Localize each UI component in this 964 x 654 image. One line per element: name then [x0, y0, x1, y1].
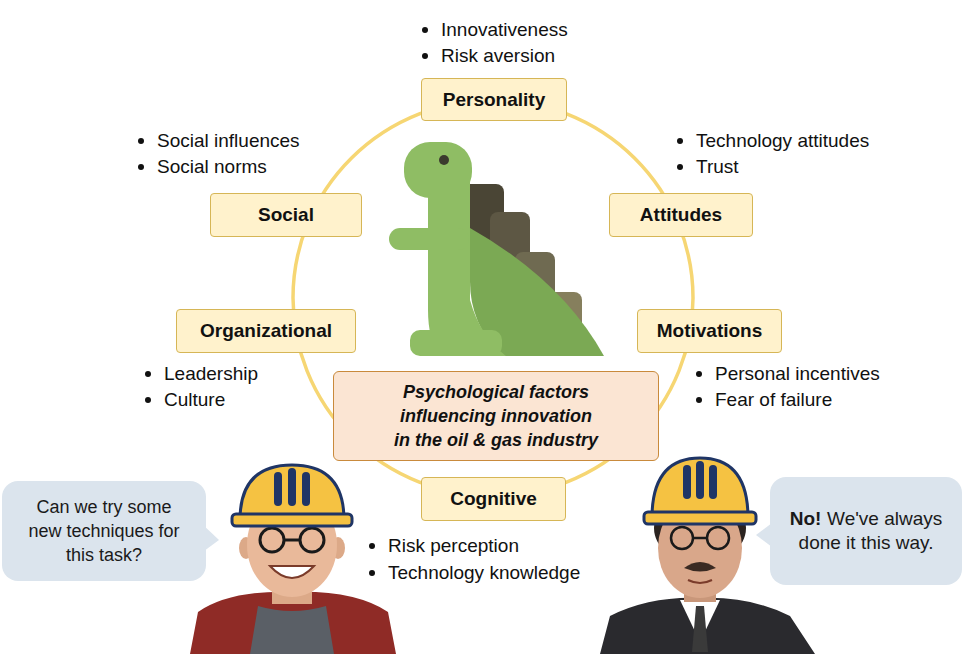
factor-title: Motivations: [657, 320, 763, 341]
factor-box: Social: [210, 193, 362, 237]
bullet-dot: [696, 371, 702, 377]
central-box: Psychological factors influencing innova…: [333, 371, 659, 461]
factor-box: Organizational: [176, 309, 356, 353]
young-worker-figure: [190, 465, 396, 654]
bullet-text: Risk aversion: [441, 45, 555, 67]
bullet-item: Fear of failure: [696, 389, 832, 411]
bullet-dot: [696, 397, 702, 403]
factor-title: Cognitive: [450, 488, 537, 509]
bullet-dot: [422, 27, 428, 33]
factor-box: Personality: [421, 78, 567, 121]
speech-text: Can we try some new techniques for this …: [28, 497, 179, 565]
bullet-text: Fear of failure: [715, 389, 832, 411]
bullet-item: Innovativeness: [422, 19, 568, 41]
factor-ring: [293, 100, 693, 496]
bullet-dot: [422, 53, 428, 59]
bullet-text: Personal incentives: [715, 363, 880, 385]
bullet-item: Leadership: [145, 363, 258, 385]
bullet-dot: [677, 164, 683, 170]
bullet-dot: [145, 397, 151, 403]
bullet-dot: [369, 543, 375, 549]
factor-title: Social: [258, 204, 314, 225]
bullet-item: Personal incentives: [696, 363, 880, 385]
bullet-item: Culture: [145, 389, 225, 411]
bullet-text: Technology attitudes: [696, 130, 869, 152]
bullet-text: Technology knowledge: [388, 562, 580, 584]
factor-title: Organizational: [200, 320, 332, 341]
bullet-text: Innovativeness: [441, 19, 568, 41]
speech-bubble: Can we try some new techniques for this …: [2, 481, 206, 581]
bullet-item: Risk aversion: [422, 45, 555, 67]
bullet-text: Social influences: [157, 130, 300, 152]
bullet-dot: [138, 164, 144, 170]
bullet-item: Risk perception: [369, 535, 519, 557]
bullet-dot: [138, 138, 144, 144]
bullet-dot: [677, 138, 683, 144]
bullet-item: Technology knowledge: [369, 562, 580, 584]
bullet-dot: [369, 570, 375, 576]
factor-box: Cognitive: [421, 477, 566, 521]
speech-text: No!: [790, 508, 822, 529]
bullet-text: Culture: [164, 389, 225, 411]
dinosaur-icon: [389, 142, 604, 356]
central-title: Psychological factors influencing innova…: [394, 382, 598, 450]
bullet-item: Technology attitudes: [677, 130, 869, 152]
bullet-text: Trust: [696, 156, 739, 178]
bullet-dot: [145, 371, 151, 377]
factor-box: Attitudes: [609, 193, 753, 237]
factor-box: Motivations: [637, 309, 782, 353]
speech-bubble: No!We've always done it this way.: [770, 477, 962, 585]
bullet-text: Social norms: [157, 156, 267, 178]
factor-title: Personality: [443, 89, 545, 110]
bullet-item: Social norms: [138, 156, 267, 178]
bullet-text: Risk perception: [388, 535, 519, 557]
bullet-item: Social influences: [138, 130, 300, 152]
bullet-item: Trust: [677, 156, 739, 178]
factor-title: Attitudes: [640, 204, 722, 225]
bullet-text: Leadership: [164, 363, 258, 385]
